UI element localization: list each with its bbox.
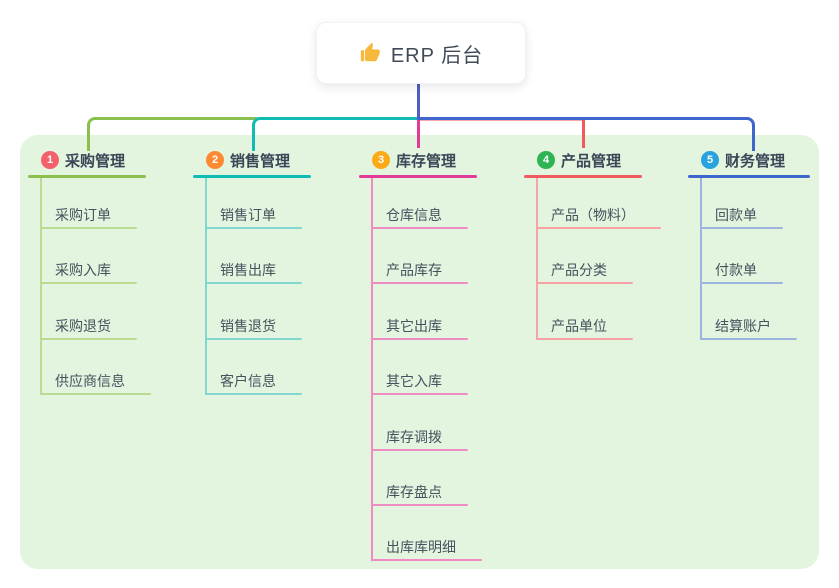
branch-1-item-3-underline <box>40 338 137 340</box>
branch-3-item-1[interactable]: 仓库信息 <box>386 207 442 223</box>
branch-1-trunk-line <box>40 178 42 395</box>
connector-elbow-1 <box>87 117 257 151</box>
root-title: ERP 后台 <box>390 44 484 67</box>
connector-underlay-4 <box>420 120 583 121</box>
branch-4-item-3-underline <box>536 338 633 340</box>
branch-3-item-4-underline <box>371 393 468 395</box>
branch-4-item-1-underline <box>536 227 661 229</box>
branch-3-item-2[interactable]: 产品库存 <box>386 262 442 278</box>
branch-4-item-1[interactable]: 产品（物料） <box>551 207 635 223</box>
branch-2-item-3[interactable]: 销售退货 <box>220 318 276 334</box>
branch-2-item-2-underline <box>205 282 302 284</box>
branch-3-item-3[interactable]: 其它出库 <box>386 318 442 334</box>
branch-1-item-1[interactable]: 采购订单 <box>55 207 111 223</box>
branch-4-item-2-underline <box>536 282 633 284</box>
branch-3-badge: 3 <box>372 151 390 169</box>
branch-5-item-2[interactable]: 付款单 <box>715 262 757 278</box>
branch-3-title[interactable]: 库存管理 <box>396 153 457 170</box>
branch-3-trunk-line <box>371 178 373 561</box>
branch-1-badge: 1 <box>41 151 59 169</box>
branch-1-item-2-underline <box>40 282 137 284</box>
branch-2-badge: 2 <box>206 151 224 169</box>
branch-2-underline <box>193 175 311 178</box>
branch-5-underline <box>688 175 810 178</box>
branch-3-item-7-underline <box>371 559 482 561</box>
branch-3-item-4[interactable]: 其它入库 <box>386 373 442 389</box>
branch-2-item-1-underline <box>205 227 302 229</box>
branch-2-trunk-line <box>205 178 207 395</box>
branch-3-underline <box>359 175 477 178</box>
connector-drop-3 <box>417 120 420 148</box>
connector-drop-4 <box>582 120 585 148</box>
branch-1-item-3[interactable]: 采购退货 <box>55 318 111 334</box>
branch-5-badge: 5 <box>701 151 719 169</box>
branch-1-item-2[interactable]: 采购入库 <box>55 262 111 278</box>
root-node[interactable]: ERP 后台 <box>316 22 526 84</box>
branch-3-item-2-underline <box>371 282 468 284</box>
branch-5-item-3-underline <box>700 338 797 340</box>
branch-4-item-3[interactable]: 产品单位 <box>551 318 607 334</box>
branch-4-underline <box>524 175 642 178</box>
branch-2-item-4-underline <box>205 393 302 395</box>
branch-5-title[interactable]: 财务管理 <box>725 153 786 170</box>
branch-4-item-2[interactable]: 产品分类 <box>551 262 607 278</box>
root-connector-line <box>417 80 420 120</box>
branch-3-item-3-underline <box>371 338 468 340</box>
branch-4-trunk-line <box>536 178 538 340</box>
branch-1-title[interactable]: 采购管理 <box>65 153 126 170</box>
branch-3-item-5[interactable]: 库存调拨 <box>386 429 442 445</box>
branch-4-badge: 4 <box>537 151 555 169</box>
branch-5-item-1[interactable]: 回款单 <box>715 207 757 223</box>
branch-3-item-6[interactable]: 库存盘点 <box>386 484 442 500</box>
branch-2-title[interactable]: 销售管理 <box>230 153 291 170</box>
branch-3-item-5-underline <box>371 449 468 451</box>
branch-2-item-4[interactable]: 客户信息 <box>220 373 276 389</box>
branch-1-item-1-underline <box>40 227 137 229</box>
branch-2-item-3-underline <box>205 338 302 340</box>
branch-5-item-3[interactable]: 结算账户 <box>715 318 771 334</box>
branch-4-title[interactable]: 产品管理 <box>561 153 622 170</box>
connector-elbow-5 <box>418 117 755 151</box>
connector-elbow-2 <box>252 117 422 151</box>
branch-5-trunk-line <box>700 178 702 340</box>
branch-1-item-4-underline <box>40 393 151 395</box>
branch-2-item-2[interactable]: 销售出库 <box>220 262 276 278</box>
branch-3-item-1-underline <box>371 227 468 229</box>
branch-1-underline <box>28 175 146 178</box>
branch-2-item-1[interactable]: 销售订单 <box>220 207 276 223</box>
branch-3-item-7[interactable]: 出库库明细 <box>386 539 456 555</box>
branch-5-item-2-underline <box>700 282 783 284</box>
branch-1-item-4[interactable]: 供应商信息 <box>55 373 125 389</box>
thumbs-up-icon <box>360 42 380 62</box>
branches-panel <box>20 135 819 569</box>
branch-5-item-1-underline <box>700 227 783 229</box>
branch-3-item-6-underline <box>371 504 468 506</box>
